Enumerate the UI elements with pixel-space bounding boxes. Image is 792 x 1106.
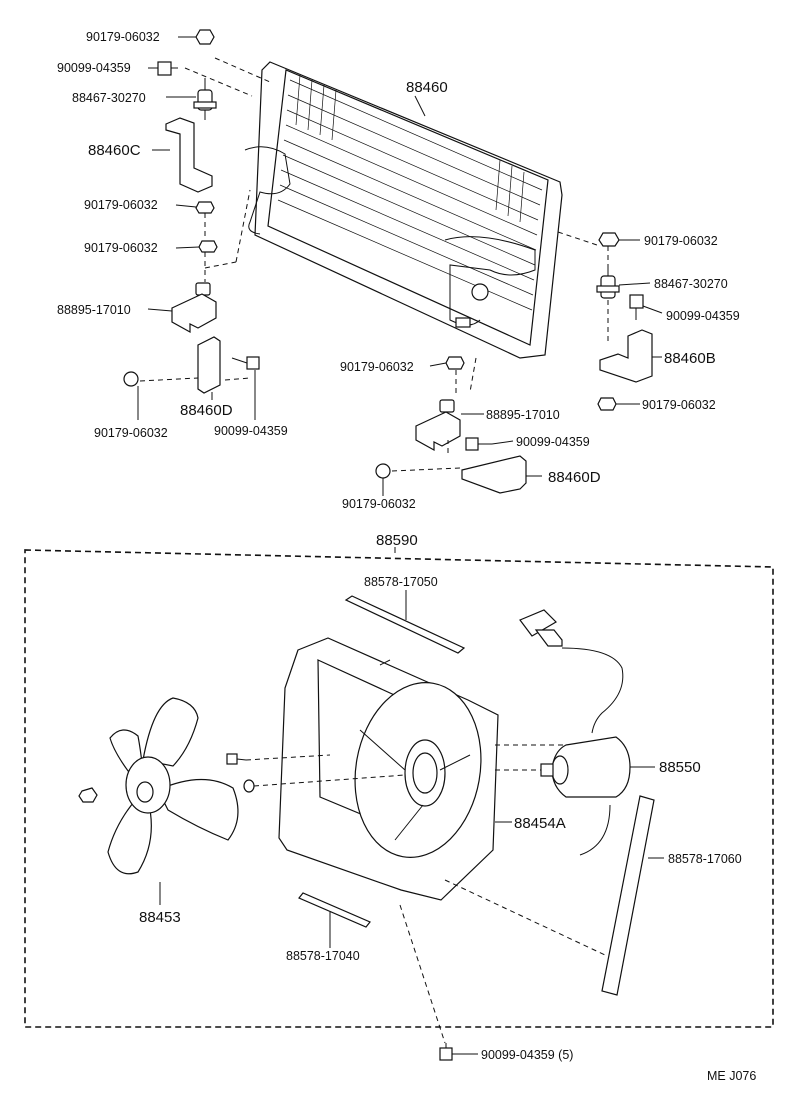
upper-leader-lines bbox=[137, 36, 663, 496]
label-bracket-b: 88460B bbox=[664, 350, 716, 367]
label-shroud: 88454A bbox=[514, 815, 566, 832]
bracket-d-icon bbox=[461, 455, 527, 494]
nut-icon bbox=[445, 356, 465, 370]
label-fan-assembly: 88590 bbox=[376, 532, 418, 549]
label-fan: 88453 bbox=[139, 909, 181, 926]
condenser-88460 bbox=[244, 61, 563, 359]
label-left-nut-mid: 90179-06032 bbox=[84, 198, 158, 212]
left-upper-components bbox=[123, 29, 260, 394]
nut-icon bbox=[198, 240, 218, 253]
seal-strip-icon bbox=[601, 795, 655, 996]
fan-blade-88453 bbox=[78, 697, 239, 905]
label-seal-bottom: 88578-17040 bbox=[286, 949, 360, 963]
nut-icon bbox=[375, 463, 391, 479]
label-left-nut-bottom: 90179-06032 bbox=[94, 426, 168, 440]
label-right-bracket-d: 88460D bbox=[548, 469, 601, 486]
label-left-bracket-d: 88460D bbox=[180, 402, 233, 419]
bolt-icon bbox=[465, 437, 479, 451]
bolt-icon bbox=[226, 753, 238, 765]
label-right-nut-lower: 90179-06032 bbox=[340, 360, 414, 374]
bolt-icon bbox=[246, 356, 260, 370]
label-left-support: 88895-17010 bbox=[57, 303, 131, 317]
fan-shroud-88454a bbox=[278, 637, 499, 901]
bracket-c-icon bbox=[165, 117, 213, 193]
label-right-nut-bottom: 90179-06032 bbox=[342, 497, 416, 511]
fan-motor-88550 bbox=[495, 609, 655, 856]
nut-icon bbox=[78, 787, 98, 803]
reference-code: ME J076 bbox=[707, 1069, 756, 1083]
label-left-bolt-bottom: 90099-04359 bbox=[214, 424, 288, 438]
nut-icon bbox=[195, 201, 215, 214]
label-fan-bolt: 90099-04359 (5) bbox=[481, 1048, 573, 1062]
support-icon bbox=[415, 411, 461, 452]
nut-icon bbox=[123, 371, 139, 387]
fan-assembly-boundary bbox=[24, 549, 774, 1028]
label-right-nut-bracket: 90179-06032 bbox=[642, 398, 716, 412]
bracket-d-icon bbox=[197, 336, 221, 394]
label-right-support: 88895-17010 bbox=[486, 408, 560, 422]
label-left-nut-top: 90179-06032 bbox=[86, 30, 160, 44]
label-right-nut-top: 90179-06032 bbox=[644, 234, 718, 248]
seal-strip-icon bbox=[344, 595, 466, 654]
nut-icon bbox=[598, 232, 620, 247]
bolt-icon bbox=[629, 294, 644, 309]
nut-icon bbox=[597, 397, 617, 411]
label-right-cushion-upper: 88467-30270 bbox=[654, 277, 728, 291]
label-left-bolt-top: 90099-04359 bbox=[57, 61, 131, 75]
part-labels: 88460 90179-06032 90099-04359 88467-3027… bbox=[57, 30, 756, 1083]
label-motor: 88550 bbox=[659, 759, 701, 776]
right-upper-components bbox=[375, 232, 653, 494]
support-icon bbox=[171, 293, 217, 334]
bolt-icon bbox=[157, 61, 172, 76]
bracket-b-icon bbox=[599, 329, 653, 383]
label-bracket-c: 88460C bbox=[88, 142, 141, 159]
label-seal-top: 88578-17050 bbox=[364, 575, 438, 589]
bolt-icon bbox=[439, 1047, 453, 1061]
label-seal-right: 88578-17060 bbox=[668, 852, 742, 866]
nut-icon bbox=[195, 29, 215, 45]
washer-icon bbox=[243, 779, 255, 793]
label-left-cushion-upper: 88467-30270 bbox=[72, 91, 146, 105]
label-left-nut-lower: 90179-06032 bbox=[84, 241, 158, 255]
upper-assembly-paths bbox=[139, 57, 609, 472]
label-right-bolt-lower: 90099-04359 bbox=[516, 435, 590, 449]
label-right-bolt-top: 90099-04359 bbox=[666, 309, 740, 323]
label-condenser: 88460 bbox=[406, 79, 448, 96]
seal-strip-icon bbox=[298, 892, 371, 928]
